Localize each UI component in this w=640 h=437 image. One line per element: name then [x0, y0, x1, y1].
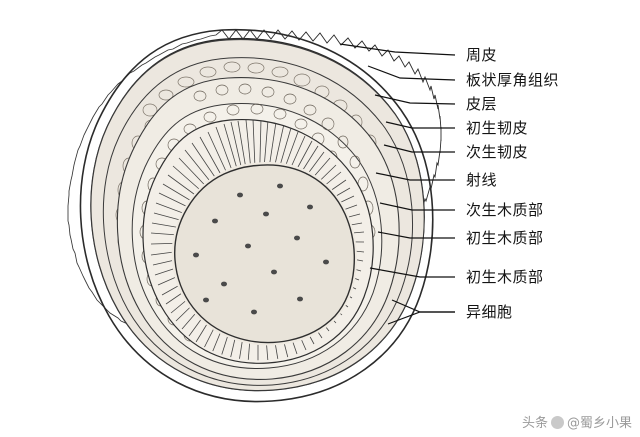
- idioblast-cells: [193, 183, 329, 315]
- leader-cortex: [374, 94, 456, 105]
- pith-region: [174, 164, 355, 344]
- label-primary-xylem-1: 初生木质部: [466, 229, 544, 247]
- label-plate-collenchyma: 板状厚角组织: [466, 71, 560, 89]
- label-primary-phloem: 初生韧皮: [466, 119, 529, 137]
- leader-secondary-phloem: [383, 144, 455, 153]
- label-secondary-xylem: 次生木质部: [466, 201, 544, 219]
- label-ray: 射线: [466, 171, 498, 189]
- leader-primary-phloem: [385, 121, 455, 129]
- leader-ray: [375, 172, 455, 181]
- leader-primary-xylem-2: [369, 267, 455, 278]
- label-idioblast: 异细胞: [466, 303, 513, 321]
- leader-primary-xylem-1: [377, 231, 455, 239]
- watermark: 头条 @蜀乡小果: [522, 412, 632, 431]
- label-primary-xylem-2: 初生木质部: [466, 268, 544, 286]
- watermark-logo-icon: [550, 416, 564, 429]
- watermark-prefix: 头条: [521, 416, 548, 431]
- leader-periderm: [339, 43, 456, 56]
- leader-lines: [339, 43, 456, 325]
- watermark-suffix: @蜀乡小果: [566, 416, 632, 431]
- label-secondary-phloem: 次生韧皮: [466, 143, 529, 161]
- label-periderm: 周皮: [466, 46, 498, 64]
- leader-idioblast-b: [387, 311, 455, 325]
- leader-secondary-xylem: [379, 202, 455, 211]
- leader-plate-collenchyma: [367, 65, 456, 81]
- label-cortex: 皮层: [466, 95, 498, 113]
